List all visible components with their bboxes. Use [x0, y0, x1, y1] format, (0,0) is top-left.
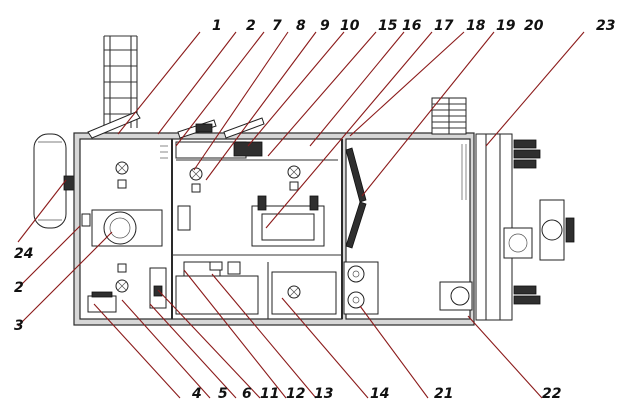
- callout-5: 5: [218, 386, 228, 402]
- callouts-left: 24 2 3: [14, 246, 33, 334]
- callout-6: 6: [242, 386, 252, 402]
- callout-17: 17: [434, 18, 454, 34]
- callout-22: 22: [542, 386, 561, 402]
- callout-1: 1: [212, 18, 222, 34]
- callout-7: 7: [272, 18, 282, 34]
- callout-23: 23: [596, 18, 615, 34]
- callout-2: 2: [246, 18, 256, 34]
- callout-leaders: [17, 31, 585, 399]
- callout-18: 18: [466, 18, 486, 34]
- middle-room-equipment: [175, 141, 337, 315]
- callout-16: 16: [402, 18, 422, 34]
- right-room-equipment: [343, 144, 473, 315]
- callout-2-left: 2: [14, 280, 24, 296]
- callout-20: 20: [524, 18, 544, 34]
- rear-crane-assembly: [475, 133, 575, 321]
- callout-19: 19: [496, 18, 516, 34]
- callouts-bottom: 4 5 6 11 12 13 14 21 22: [191, 386, 561, 402]
- callout-4: 4: [191, 386, 202, 402]
- rear-stairs: [431, 97, 467, 135]
- roof-ladder: [103, 35, 138, 128]
- callout-24: 24: [14, 246, 33, 262]
- callout-21: 21: [434, 386, 453, 402]
- callout-14: 14: [370, 386, 389, 402]
- callout-3: 3: [14, 318, 24, 334]
- callout-11: 11: [260, 386, 279, 402]
- spare-wheel: [33, 133, 75, 229]
- callout-9: 9: [320, 18, 330, 34]
- callout-13: 13: [314, 386, 333, 402]
- callout-12: 12: [286, 386, 305, 402]
- callout-10: 10: [340, 18, 360, 34]
- callouts-top: 1 2 7 8 9 10 15 16 17 18 19 20 23: [212, 18, 615, 34]
- callout-15: 15: [378, 18, 398, 34]
- callout-8: 8: [296, 18, 306, 34]
